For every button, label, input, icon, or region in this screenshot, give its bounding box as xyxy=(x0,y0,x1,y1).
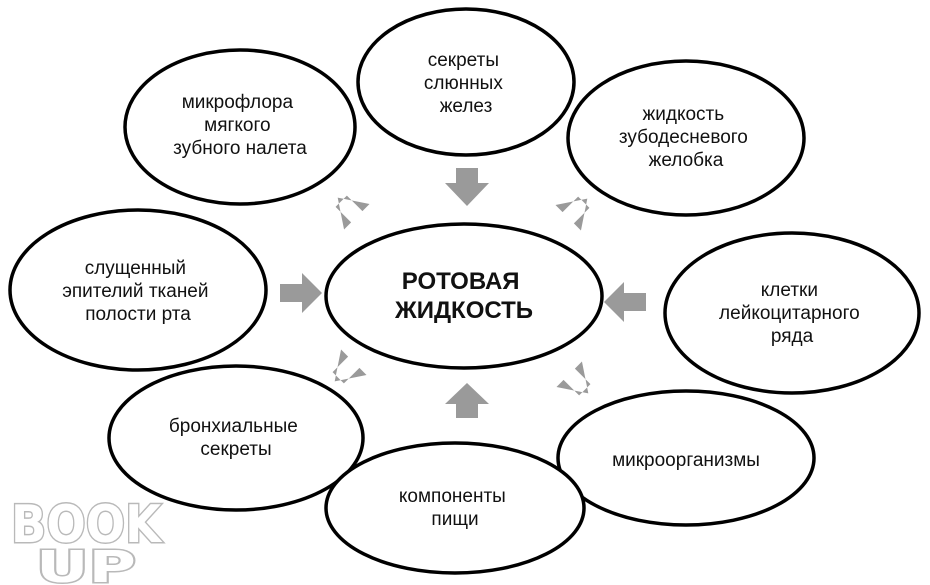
ellipse-bronchial xyxy=(107,364,365,512)
arrow-from-microorganisms xyxy=(556,361,591,396)
label-food: компоненты пищи xyxy=(399,486,511,530)
ellipse-epithelium xyxy=(8,208,268,372)
ellipse-center xyxy=(324,222,604,370)
bookup-watermark: BOOK UP xyxy=(10,494,165,585)
arrow-from-leukocytes xyxy=(604,282,646,322)
center-node: РОТОВАЯ ЖИДКОСТЬ xyxy=(324,222,604,370)
source-plaque-microflora: микрофлора мягкого зубного налета xyxy=(123,48,357,206)
watermark-line-2: UP xyxy=(36,542,136,585)
label-gingival-fluid: жидкость зубодесневого желобка xyxy=(619,104,753,171)
label-leukocytes: клетки лейкоцитарного ряда xyxy=(719,280,865,347)
label-bronchial: бронхиальные секреты xyxy=(169,416,303,460)
arrow-from-gingival-fluid xyxy=(555,196,590,231)
ellipse-plaque-microflora xyxy=(123,48,357,206)
label-plaque-microflora: микрофлора мягкого зубного налета xyxy=(173,92,307,159)
source-bronchial: бронхиальные секреты xyxy=(107,364,365,512)
watermark-line-1: BOOK xyxy=(11,495,163,555)
arrow-from-food xyxy=(445,383,489,418)
ellipse-gingival-fluid xyxy=(566,59,806,217)
source-gingival-fluid: жидкость зубодесневого желобка xyxy=(566,59,806,217)
source-epithelium: слущенный эпителий тканей полости рта xyxy=(8,208,268,372)
arrow-from-plaque-microflora xyxy=(335,195,370,230)
ellipse-leukocytes xyxy=(663,231,921,395)
ellipse-microorganisms xyxy=(556,389,816,527)
source-saliva: секреты слюнных желез xyxy=(356,7,576,157)
ellipse-saliva xyxy=(356,7,576,157)
arrow-from-epithelium xyxy=(280,273,322,313)
center-title: РОТОВАЯ ЖИДКОСТЬ xyxy=(394,268,533,324)
source-microorganisms: микроорганизмы xyxy=(556,389,816,527)
label-microorganisms: микроорганизмы xyxy=(612,450,760,471)
arrow-from-bronchial xyxy=(332,349,367,384)
ellipse-food xyxy=(324,441,586,575)
label-epithelium: слущенный эпителий тканей полости рта xyxy=(62,258,214,325)
label-saliva: секреты слюнных желез xyxy=(424,50,508,117)
source-food: компоненты пищи xyxy=(324,441,586,575)
arrows xyxy=(280,168,646,418)
arrow-from-saliva xyxy=(445,168,489,206)
source-leukocytes: клетки лейкоцитарного ряда xyxy=(663,231,921,395)
